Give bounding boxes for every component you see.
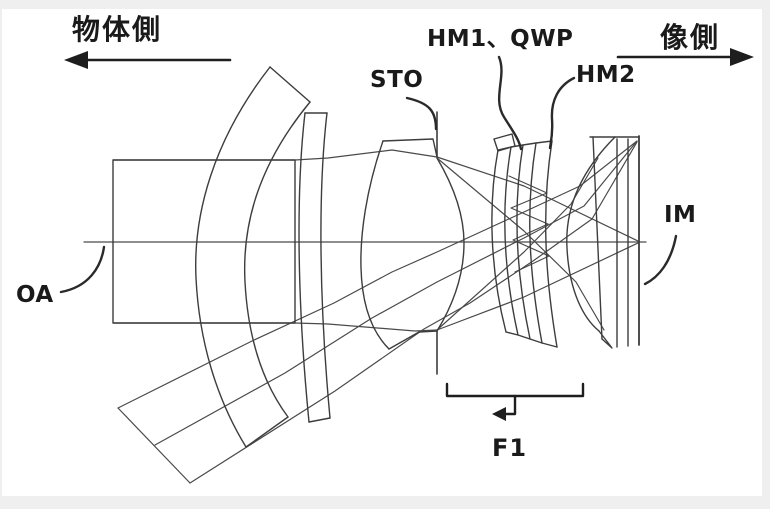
drawing-canvas	[2, 9, 762, 496]
last-lens-rear-surface	[592, 136, 603, 340]
object-side-label: 物体側	[72, 13, 163, 46]
hm1-qwp-surface-2	[504, 146, 519, 336]
field-bundle-end-cap	[117, 407, 191, 484]
lens-elements	[112, 66, 640, 448]
field-ray-lower	[189, 141, 638, 484]
direction-arrows	[64, 48, 754, 69]
f1-bracket	[445, 382, 585, 398]
sto-leader-line	[405, 96, 438, 131]
f1-arrow-head-icon	[492, 407, 506, 421]
hm2-label: HM2	[576, 62, 636, 88]
sto-label: STO	[370, 67, 424, 93]
thin-plate-left-surface	[298, 112, 310, 423]
hm-stack-rear-surface	[544, 140, 558, 348]
f1-label: F1	[492, 434, 528, 462]
image-side-label: 像側	[660, 21, 721, 54]
hm1-qwp-surface-1	[491, 149, 507, 333]
hm2-leader-line	[548, 76, 576, 150]
flat-block-lens	[112, 159, 296, 324]
hm2-surface-1	[516, 144, 531, 340]
last-lens-bottom-edge	[598, 330, 613, 349]
thin-plate-edges	[304, 112, 331, 423]
last-lens-concave-surface	[566, 136, 616, 332]
field-ray-upper	[117, 140, 638, 409]
fold-ray-down	[436, 157, 605, 331]
fold-ray-up	[436, 157, 599, 331]
hm-stack-edges	[497, 140, 558, 348]
field-ray-middle	[154, 140, 638, 446]
im-leader-line	[643, 234, 678, 286]
middle-lens-edges	[382, 138, 438, 350]
im-label: IM	[664, 202, 697, 228]
f1-bracket-group	[445, 382, 585, 421]
meniscus-front-surface	[195, 66, 271, 448]
hm1-qwp-label: HM1、QWP	[427, 26, 574, 52]
middle-lens-right-surface	[436, 157, 465, 332]
oa-label: OA	[16, 282, 54, 308]
middle-lens-left-surface	[360, 140, 390, 350]
object-side-arrow-head-icon	[64, 51, 88, 69]
ray-trace	[83, 140, 647, 484]
meniscus-rear-surface	[243, 101, 311, 418]
meniscus-edges	[245, 66, 311, 448]
f1-arrow-stem	[500, 394, 517, 416]
oa-leader-line	[59, 245, 106, 294]
hm1-qwp-leader-line	[497, 55, 523, 151]
image-side-arrow-head-icon	[730, 48, 754, 66]
hm2-surface-2	[529, 142, 543, 344]
thin-plate-right-surface	[320, 112, 331, 419]
axial-bottom-ray	[112, 242, 639, 332]
leader-lines	[59, 55, 678, 294]
